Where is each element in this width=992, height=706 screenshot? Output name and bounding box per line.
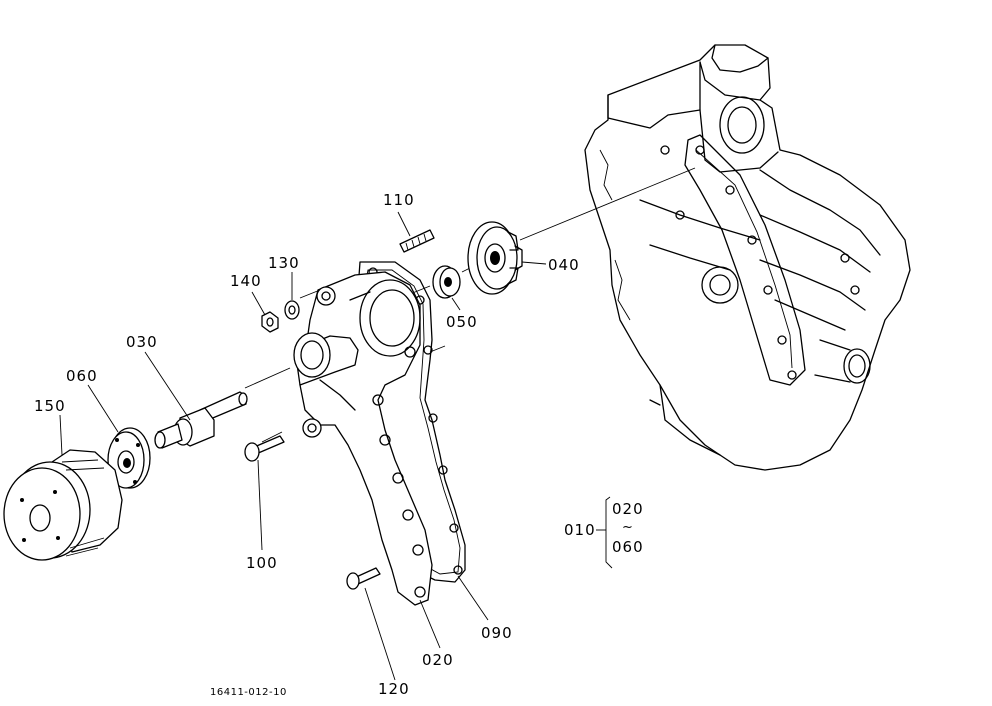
group-range-separator: ~: [622, 520, 634, 535]
washer-130: [284, 300, 300, 320]
label-090: 090: [481, 624, 513, 642]
drawing-code: 16411-012-10: [210, 687, 287, 698]
bolt-100: [244, 435, 285, 462]
label-060: 060: [66, 367, 98, 385]
label-150: 150: [34, 397, 66, 415]
group-label-010: 010: [564, 521, 596, 539]
label-110: 110: [383, 191, 415, 209]
seal-050: [432, 265, 461, 299]
stud-110: [399, 229, 435, 253]
pulley-150: [3, 449, 123, 561]
label-140: 140: [230, 272, 262, 290]
impeller-040: [467, 221, 523, 295]
label-120: 120: [378, 680, 410, 698]
nut-140: [261, 311, 279, 333]
engine-block: [584, 44, 911, 471]
pump-body-020: [293, 271, 433, 606]
label-040: 040: [548, 256, 580, 274]
bolt-120: [346, 567, 381, 590]
group-range-end: 060: [612, 538, 644, 556]
label-050: 050: [446, 313, 478, 331]
label-100: 100: [246, 554, 278, 572]
label-130: 130: [268, 254, 300, 272]
leader-lines: [59, 211, 613, 681]
group-range-start: 020: [612, 500, 644, 518]
label-030: 030: [126, 333, 158, 351]
shaft-bearing-030: [154, 391, 248, 449]
label-020: 020: [422, 651, 454, 669]
